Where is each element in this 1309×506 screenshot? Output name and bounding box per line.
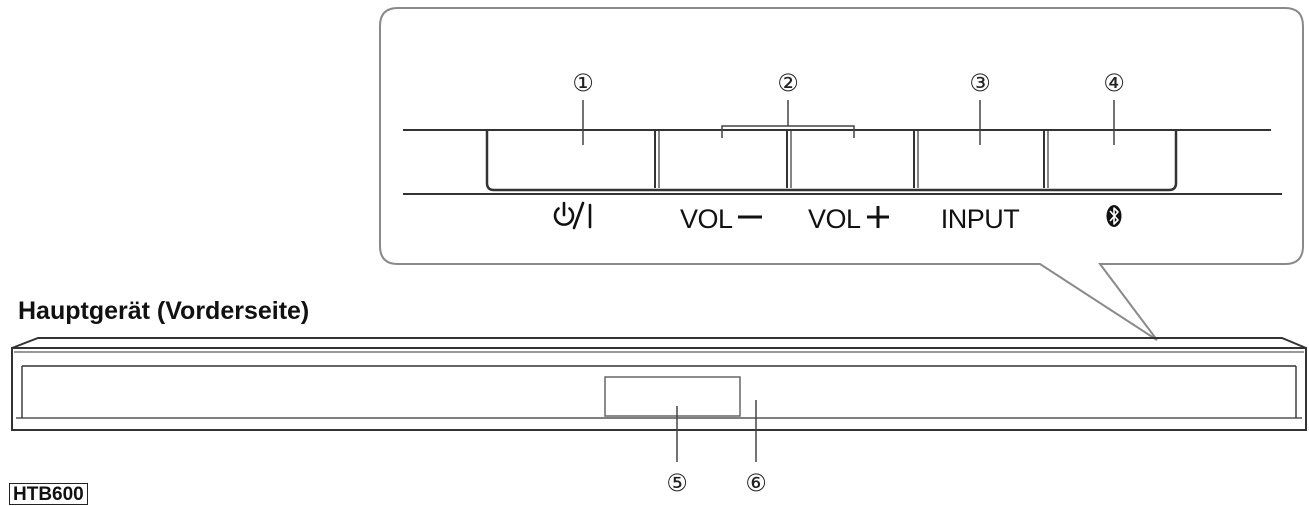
vol-minus-label: VOL — [680, 204, 762, 234]
svg-text:VOL: VOL — [808, 204, 861, 234]
callout-3: ③ — [969, 69, 991, 97]
vol-plus-label: VOL — [808, 204, 889, 234]
soundbar-body — [11, 337, 1307, 431]
zoom-callout-bubble — [379, 7, 1304, 341]
power-standby-icon — [553, 201, 592, 230]
callout-2: ② — [777, 69, 799, 97]
svg-text:VOL: VOL — [680, 204, 733, 234]
leader-lines-bottom — [676, 400, 757, 462]
button-panel — [403, 129, 1282, 195]
model-tag: HTB600 — [9, 483, 88, 505]
input-label: INPUT — [941, 204, 1020, 234]
diagram-title: Hauptgerät (Vorderseite) — [18, 297, 310, 325]
callout-1: ① — [572, 69, 594, 97]
callout-5: ⑤ — [666, 469, 688, 497]
power-label — [553, 201, 592, 230]
bluetooth-icon — [1106, 205, 1122, 227]
callout-6: ⑥ — [745, 469, 767, 497]
leader-lines-top — [582, 100, 1115, 145]
callout-4: ④ — [1103, 69, 1125, 97]
display-window — [604, 376, 741, 417]
